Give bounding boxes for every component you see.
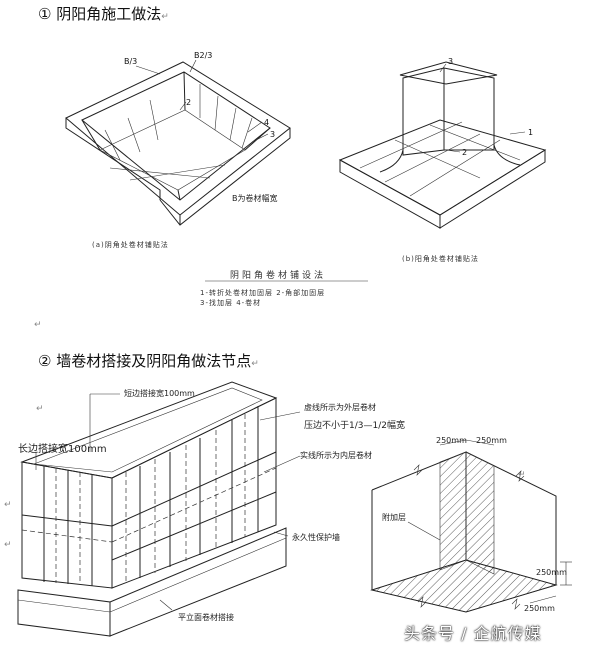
- label-offset: 压边不小于1/3—1/2幅宽: [304, 421, 405, 431]
- label-floor-joint: 平立面卷材搭接: [178, 613, 234, 622]
- watermark: 头条号 / 企航传媒: [404, 624, 542, 643]
- table-title: 阴阳角卷材铺设法: [230, 271, 327, 281]
- legend-line-2: 3-找加层 4-卷材: [200, 299, 262, 307]
- callout-a-2: 2: [186, 98, 191, 107]
- callout-a-b23: B2/3: [194, 51, 212, 60]
- return-mark-4: ↵: [4, 500, 12, 510]
- legend-line-1: 1-转折处卷材加固层 2-角部加固层: [200, 289, 326, 297]
- dim-top-right: 250mm: [476, 436, 507, 445]
- return-mark-1: ↵: [34, 320, 42, 330]
- label-solid-inner: 实线所示为内层卷材: [300, 451, 372, 460]
- dim-right: 250mm: [536, 568, 567, 577]
- return-mark-2: ↵: [36, 404, 44, 414]
- return-mark-5: ↵: [4, 540, 12, 550]
- label-short-lap: 短边搭接宽100mm: [124, 389, 195, 398]
- callout-b-1: 1: [528, 128, 533, 137]
- callout-a-b3: B/3: [124, 57, 137, 66]
- figure-corner-reinforcement-drawing: [370, 439, 572, 613]
- fig-b-caption: (b)阳角处卷材铺贴法: [402, 255, 479, 263]
- label-dashed-outer: 虚线所示为外层卷材: [304, 403, 376, 412]
- figure-a-inside-corner-drawing: B/3 B2/3 2 4 3: [65, 51, 291, 226]
- figure-b-outside-corner-drawing: 3 1 2: [338, 57, 547, 229]
- section1-heading: ① 阴阳角施工做法↵: [38, 5, 169, 23]
- callout-b-2: 2: [462, 148, 467, 157]
- callout-b-3: 3: [448, 57, 453, 66]
- label-long-lap: 长边搭接宽100mm: [18, 444, 107, 455]
- section2-heading: ② 墙卷材搭接及阴阳角做法节点↵: [38, 352, 259, 370]
- label-reinforce: 附加层: [382, 513, 406, 522]
- fig-a-caption: (a)阴角处卷材铺贴法: [92, 241, 169, 249]
- callout-a-4: 4: [264, 118, 269, 127]
- label-protect-wall: 永久性保护墙: [292, 533, 340, 542]
- fig-a-width-note: B为卷材幅宽: [232, 194, 278, 203]
- callout-a-3: 3: [270, 130, 275, 139]
- figure-wall-lap-drawing: [17, 381, 301, 637]
- dim-bottom: 250mm: [524, 604, 555, 613]
- dim-top-left: 250mm: [436, 436, 467, 445]
- return-mark-3: ↵: [518, 470, 526, 480]
